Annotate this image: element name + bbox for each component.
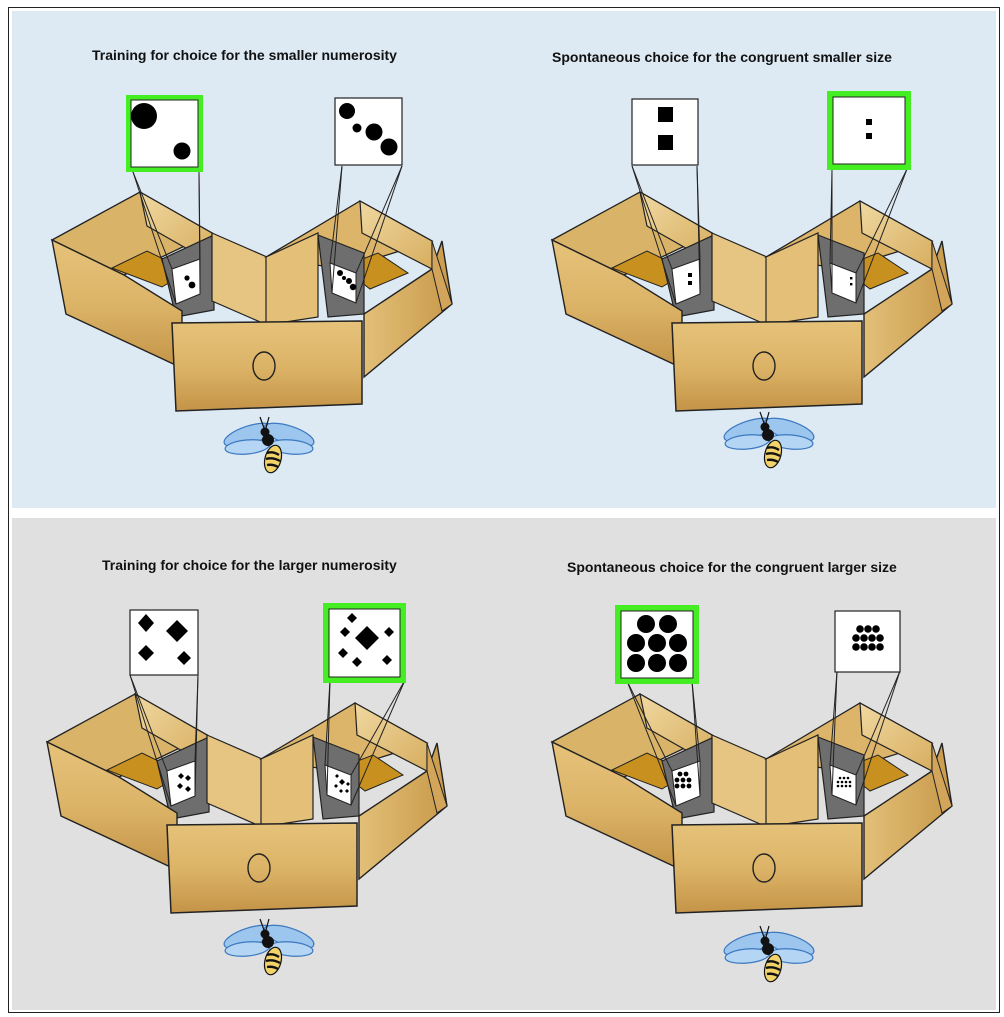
caption-top-left: Training for choice for the smaller nume… [92,47,397,63]
bee-top-right [720,410,818,471]
zoom-lines-bottom-left [129,674,406,807]
caption-top-right: Spontaneous choice for the congruent sma… [552,49,892,65]
stimulus-card-top-right-b [827,91,911,170]
top-panel-diagram [51,91,953,476]
bee-bottom-left [220,917,318,978]
bottom-panel-diagram [46,603,953,985]
apparatus-bottom-right [551,693,953,914]
stimulus-card-bottom-right-a [615,605,699,684]
stimulus-card-bottom-right-b [834,610,901,673]
stimulus-card-top-right-a [631,98,699,166]
apparatus-top-right [551,191,953,412]
stimulus-card-top-left-b [334,97,403,166]
zoom-lines-top-right [631,165,908,305]
figure: Training for choice for the smaller nume… [8,7,1000,1013]
stimulus-card-bottom-left-a [129,609,199,676]
caption-bottom-left: Training for choice for the larger numer… [102,557,397,573]
bottom-panel: Training for choice for the larger numer… [12,518,996,1010]
bee-top-left [220,415,318,476]
stimulus-card-bottom-left-b [323,603,406,683]
top-panel: Training for choice for the smaller nume… [12,11,996,508]
zoom-lines-top-left [132,165,403,305]
apparatus-top-left [51,191,453,412]
bee-bottom-right [720,924,818,985]
caption-bottom-right: Spontaneous choice for the congruent lar… [567,559,897,575]
apparatus-bottom-left [46,693,448,914]
stimulus-card-top-left-a [126,95,203,172]
zoom-lines-bottom-right [626,670,901,807]
